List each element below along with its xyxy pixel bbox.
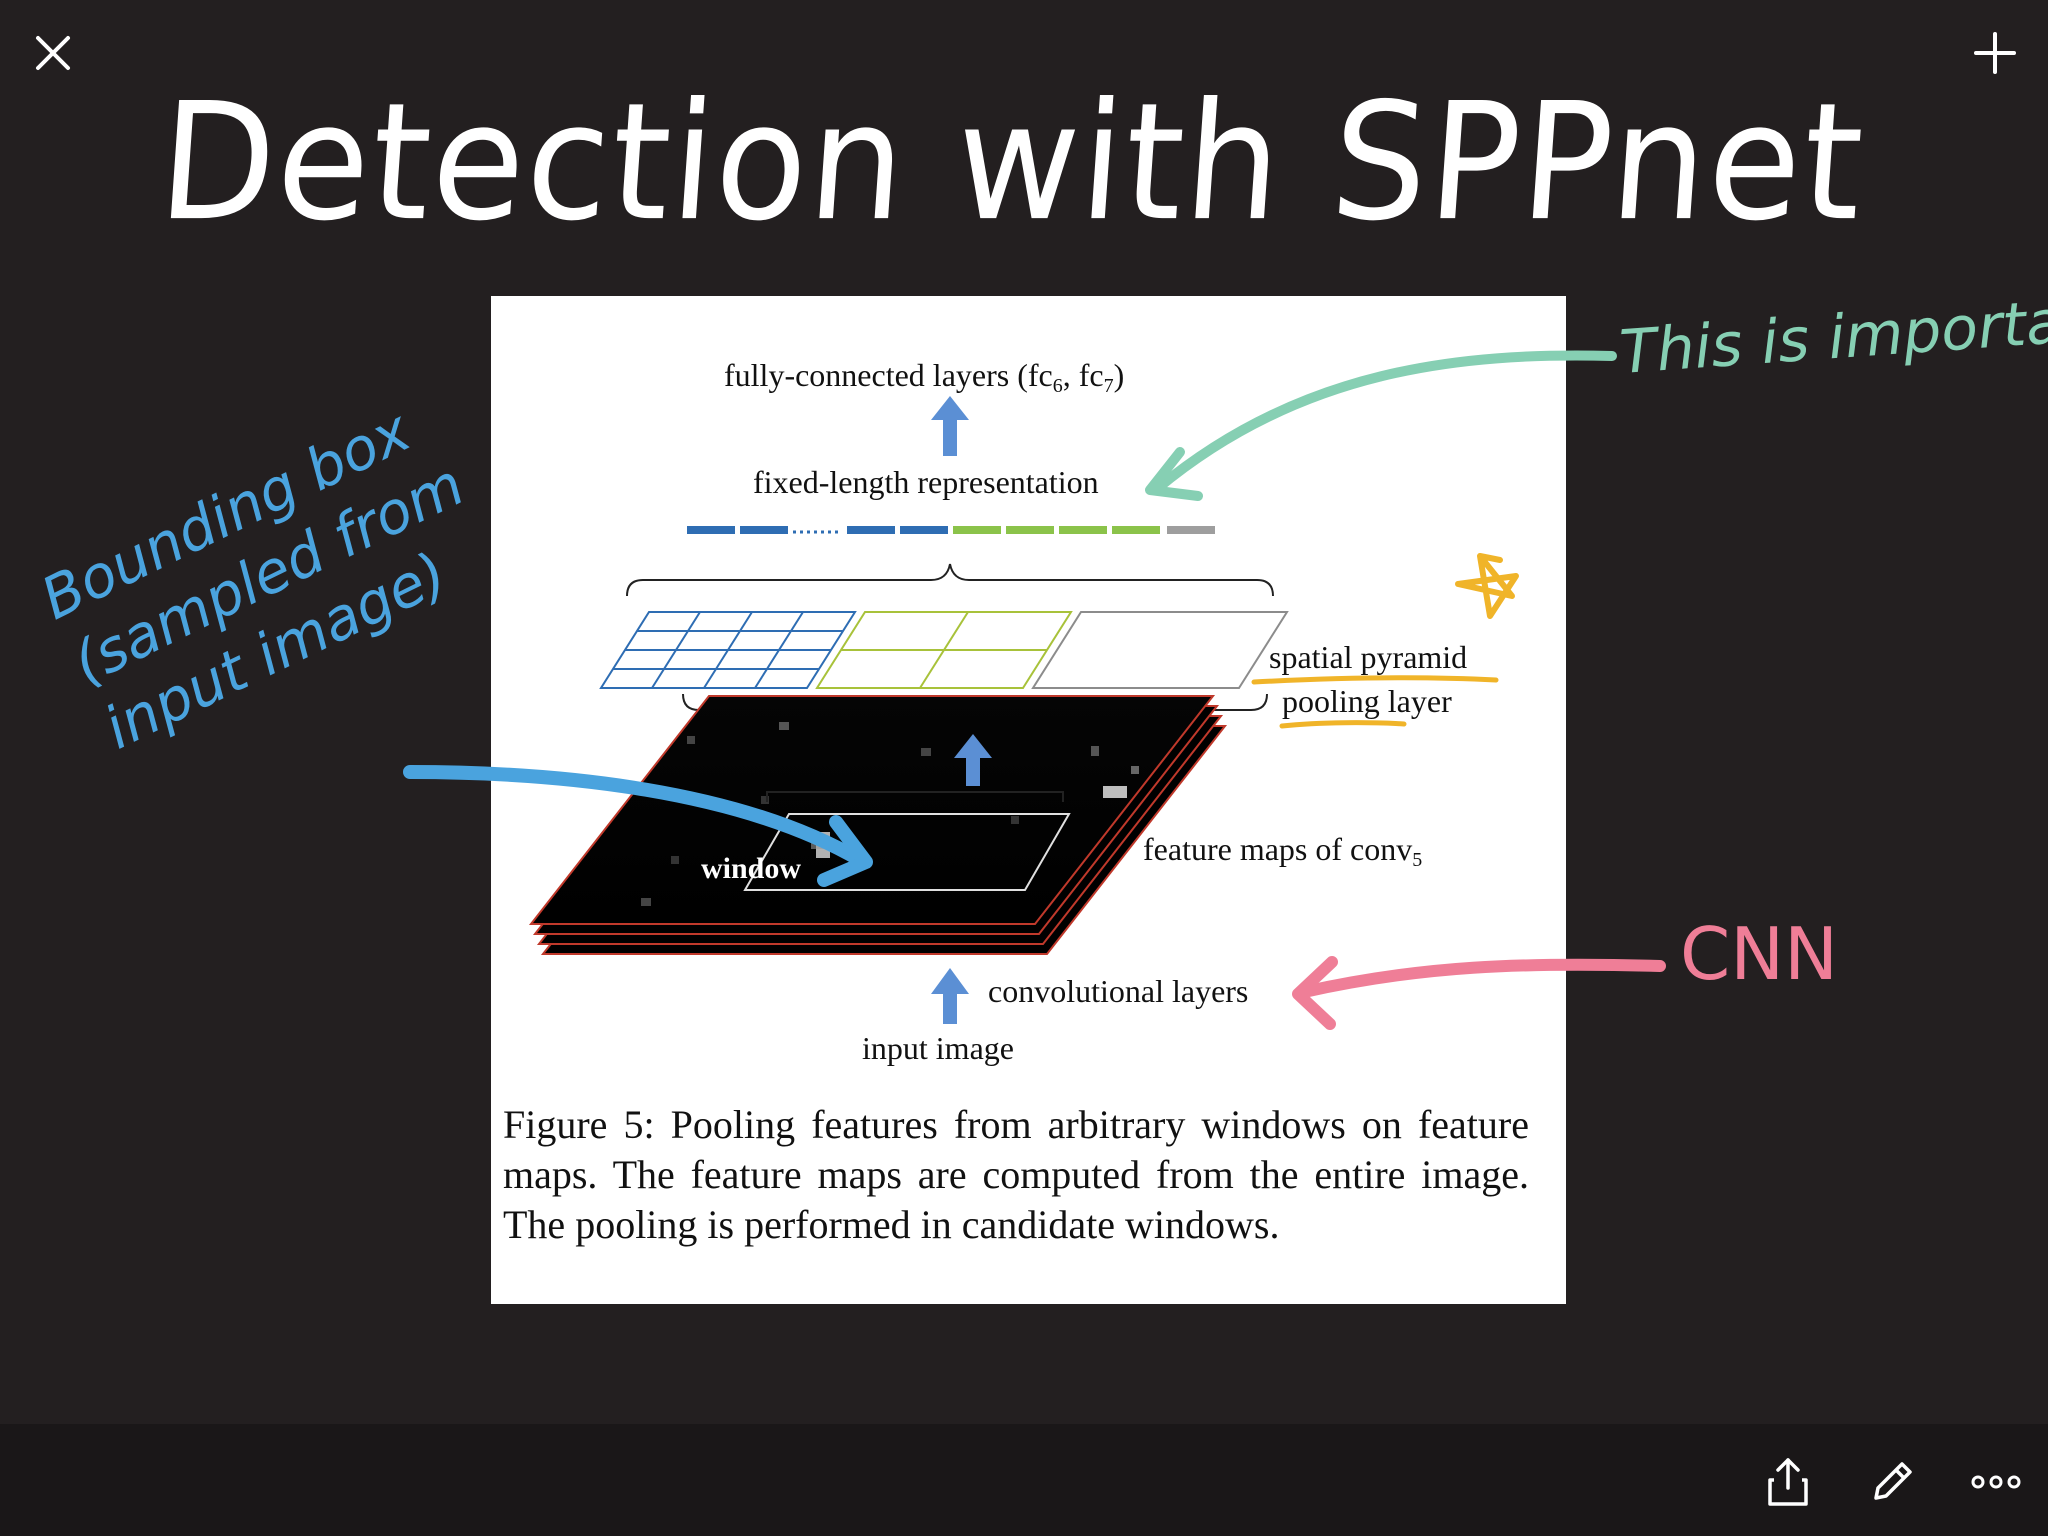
bottom-toolbar bbox=[0, 1424, 2048, 1536]
share-button[interactable] bbox=[1760, 1454, 1816, 1510]
edit-button[interactable] bbox=[1864, 1454, 1920, 1510]
input-label: input image bbox=[862, 1030, 1014, 1066]
bounding-box-annotation: Bounding box (sampled from input image) bbox=[30, 396, 475, 763]
spp-label-line2: pooling layer bbox=[1282, 683, 1452, 719]
plus-icon bbox=[1974, 32, 2016, 74]
figure-caption: Figure 5: Pooling features from arbitrar… bbox=[503, 1102, 1529, 1247]
add-button[interactable] bbox=[1968, 26, 2022, 80]
pasted-figure: fully-connected layers (fc6, fc7) fixed-… bbox=[491, 296, 1566, 1304]
pencil-icon bbox=[1874, 1462, 1912, 1500]
pyramid-grid-4x4 bbox=[599, 611, 857, 689]
up-arrow-icon bbox=[931, 968, 969, 1024]
feature-maps-label: feature maps of conv5 bbox=[1143, 831, 1422, 871]
conv-label: convolutional layers bbox=[988, 973, 1248, 1009]
pyramid-grid-2x2 bbox=[815, 611, 1073, 689]
pyramid-grid-1x1 bbox=[1031, 611, 1289, 689]
up-arrow-icon bbox=[954, 734, 992, 786]
fixed-length-vector bbox=[687, 526, 1215, 534]
fc-label: fully-connected layers (fc6, fc7) bbox=[724, 357, 1124, 397]
cnn-annotation: CNN bbox=[1680, 912, 1838, 996]
fixed-length-label: fixed-length representation bbox=[753, 464, 1099, 500]
up-arrow-icon bbox=[931, 396, 969, 456]
important-annotation: This is important bbox=[1617, 282, 2048, 388]
handwritten-title: Detection with SPPnet bbox=[153, 69, 1871, 257]
spp-label-line1: spatial pyramid bbox=[1269, 639, 1467, 675]
window-label: window bbox=[701, 852, 801, 885]
feature-map-stack bbox=[528, 695, 1228, 955]
close-button[interactable] bbox=[28, 28, 78, 78]
note-viewer: Detection with SPPnet fully-connected la… bbox=[28, 26, 2048, 1304]
curly-brace bbox=[626, 563, 1274, 597]
more-button[interactable] bbox=[1968, 1454, 2024, 1510]
more-icon bbox=[1971, 1475, 2021, 1489]
spp-diagram: fully-connected layers (fc6, fc7) fixed-… bbox=[528, 357, 1467, 1066]
close-icon bbox=[36, 36, 70, 70]
share-icon bbox=[1768, 1458, 1808, 1506]
